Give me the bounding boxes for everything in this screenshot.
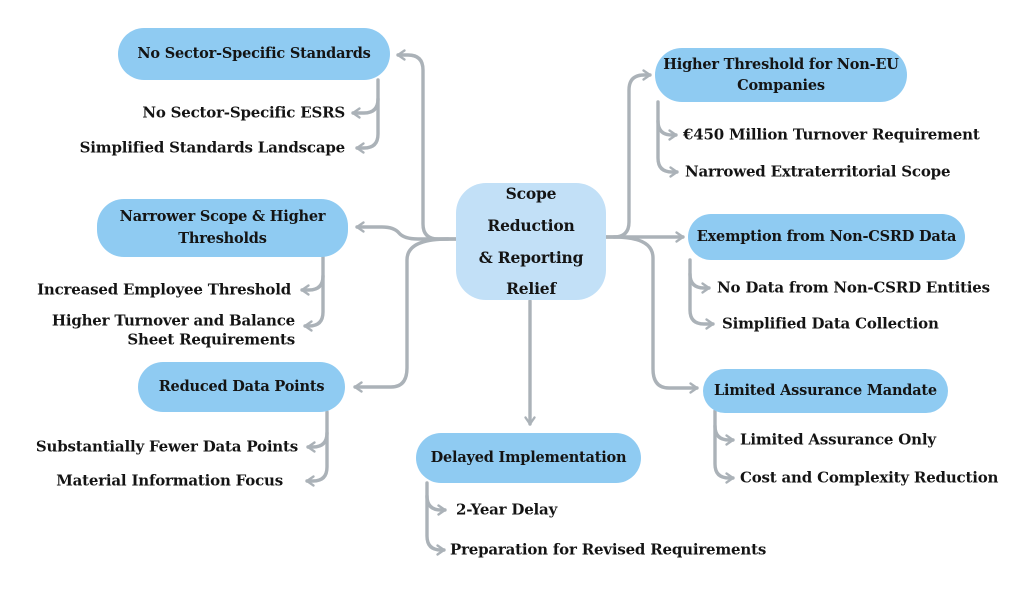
connector-narrower-child-1 bbox=[300, 255, 325, 296]
connector-no-sector-child-2 bbox=[355, 97, 380, 154]
connector-center-to-limited bbox=[612, 235, 699, 394]
node-no-sector-specific-standards: No Sector-Specific Standards bbox=[118, 28, 390, 80]
node-reduced-data-points: Reduced Data Points bbox=[138, 362, 345, 412]
node-delayed-implementation: Delayed Implementation bbox=[416, 433, 641, 483]
connector-delayed-child-2 bbox=[425, 494, 446, 556]
subitem-simplified-standards-landscape: Simplified Standards Landscape bbox=[79, 138, 346, 157]
connector-higher-child-2 bbox=[656, 119, 679, 178]
connector-narrower-child-2 bbox=[303, 274, 325, 332]
connector-no-sector-child-1 bbox=[351, 78, 380, 119]
node-label: Exemption from Non-CSRD Data bbox=[696, 228, 957, 246]
subitem-increased-employee-threshold: Increased Employee Threshold bbox=[37, 280, 291, 299]
connector-exemption-child-1 bbox=[688, 258, 711, 294]
node-label: Limited Assurance Mandate bbox=[714, 382, 937, 400]
connector-center-to-narrower bbox=[355, 221, 463, 241]
subitem-2-year-delay: 2-Year Delay bbox=[456, 500, 558, 519]
node-narrower-scope-higher-thresholds: Narrower Scope & Higher Thresholds bbox=[97, 199, 348, 257]
connector-reduced-child-2 bbox=[305, 431, 329, 487]
connector-reduced-child-1 bbox=[306, 410, 329, 453]
subitem-substantially-fewer-data-points: Substantially Fewer Data Points bbox=[35, 437, 298, 456]
node-limited-assurance-mandate: Limited Assurance Mandate bbox=[703, 369, 948, 413]
node-label: Reduced Data Points bbox=[158, 378, 325, 396]
subitem-cost-complexity-reduction: Cost and Complexity Reduction bbox=[740, 468, 999, 487]
subitem-narrowed-extraterritorial-scope: Narrowed Extraterritorial Scope bbox=[685, 162, 951, 181]
connector-higher-child-1 bbox=[656, 100, 678, 141]
subitem-material-information-focus: Material Information Focus bbox=[56, 471, 283, 490]
subitem-no-sector-specific-esrs: No Sector-Specific ESRS bbox=[142, 103, 345, 122]
subitem-limited-assurance-only: Limited Assurance Only bbox=[740, 430, 936, 449]
subitem-no-data-non-csrd-entities: No Data from Non-CSRD Entities bbox=[717, 278, 990, 297]
node-center-scope-reduction: Scope Reduction & Reporting Relief bbox=[456, 183, 606, 300]
subitem-simplified-data-collection: Simplified Data Collection bbox=[722, 314, 939, 333]
connector-limited-child-1 bbox=[713, 409, 735, 446]
node-label: Higher Threshold for Non-EU Companies bbox=[663, 55, 899, 94]
node-label: Narrower Scope & Higher Thresholds bbox=[119, 208, 326, 247]
connector-limited-child-2 bbox=[713, 424, 735, 484]
node-label: Delayed Implementation bbox=[430, 449, 627, 467]
connector-center-to-higher-threshold bbox=[599, 69, 652, 239]
connector-center-to-reduced bbox=[353, 237, 450, 393]
subitem-preparation-revised-requirements: Preparation for Revised Requirements bbox=[450, 540, 767, 559]
connector-center-to-no-sector bbox=[396, 49, 463, 241]
connector-exemption-child-2 bbox=[688, 272, 715, 330]
node-center-label: Scope Reduction & Reporting Relief bbox=[478, 183, 584, 299]
node-label: No Sector-Specific Standards bbox=[137, 45, 371, 63]
connector-delayed-child-1 bbox=[425, 481, 447, 516]
subitem-450-million-turnover: €450 Million Turnover Requirement bbox=[683, 125, 980, 144]
node-higher-threshold-non-eu: Higher Threshold for Non-EU Companies bbox=[655, 48, 907, 102]
subitem-higher-turnover-balance-sheet: Higher Turnover and Balance Sheet Requir… bbox=[51, 311, 295, 348]
node-exemption-non-csrd-data: Exemption from Non-CSRD Data bbox=[688, 214, 965, 260]
